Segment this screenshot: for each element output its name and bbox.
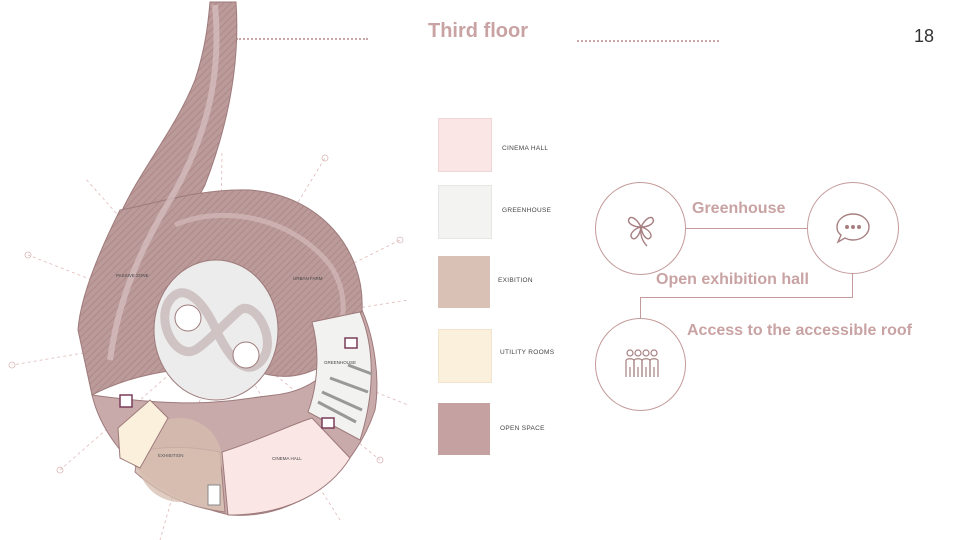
feature-label-exhibition: Open exhibition hall: [656, 271, 809, 288]
connector-top: [685, 228, 809, 229]
connector-vertical-left: [640, 297, 641, 319]
plan-label-exhibition: EXHIBITION: [158, 453, 184, 458]
feature-label-greenhouse: Greenhouse: [692, 200, 786, 217]
legend-label-greenhouse: GREENHOUSE: [502, 207, 552, 214]
cinema-hall-room: [221, 417, 351, 516]
legend-swatch-exhibition: [438, 256, 490, 308]
guide-nodes: [8, 154, 404, 474]
plan-label-right: URBAN FARM: [293, 276, 323, 281]
plan-label-cinema: CINEMA HALL: [272, 456, 302, 461]
connector-horizontal: [640, 297, 853, 298]
exhibition-circle: [807, 182, 899, 274]
plan-label-greenhouse: GREENHOUSE: [324, 360, 356, 365]
plan-label-left: PASSIVE ZONE: [116, 273, 149, 278]
feature-label-roof: Access to the accessible roof: [687, 322, 912, 339]
legend-swatch-greenhouse: [438, 185, 492, 239]
greenhouse-circle: [595, 182, 686, 275]
legend-swatch-utility: [438, 329, 492, 383]
legend-label-open-space: OPEN SPACE: [500, 425, 545, 432]
page-title: Third floor: [428, 20, 528, 42]
connector-vertical-right: [852, 270, 853, 298]
chat-bubble-icon: [836, 213, 870, 244]
group-people-icon: [624, 348, 659, 377]
legend-label-utility: UTILITY ROOMS: [500, 349, 555, 356]
legend-label-cinema: CINEMA HALL: [502, 145, 549, 152]
title-dots-right: [577, 40, 719, 42]
title-dots-left: [236, 38, 368, 40]
utility-rooms: [117, 399, 169, 469]
roof-access-circle: [595, 318, 686, 411]
floor-plan: PASSIVE ZONE URBAN FARM GREENHOUSE CINEM…: [8, 1, 409, 540]
page-number: 18: [914, 26, 935, 46]
legend-swatch-open-space: [438, 403, 490, 455]
legend-swatch-cinema: [438, 118, 492, 172]
legend-label-exhibition: EXIBITION: [498, 277, 533, 284]
clover-icon: [627, 216, 654, 246]
